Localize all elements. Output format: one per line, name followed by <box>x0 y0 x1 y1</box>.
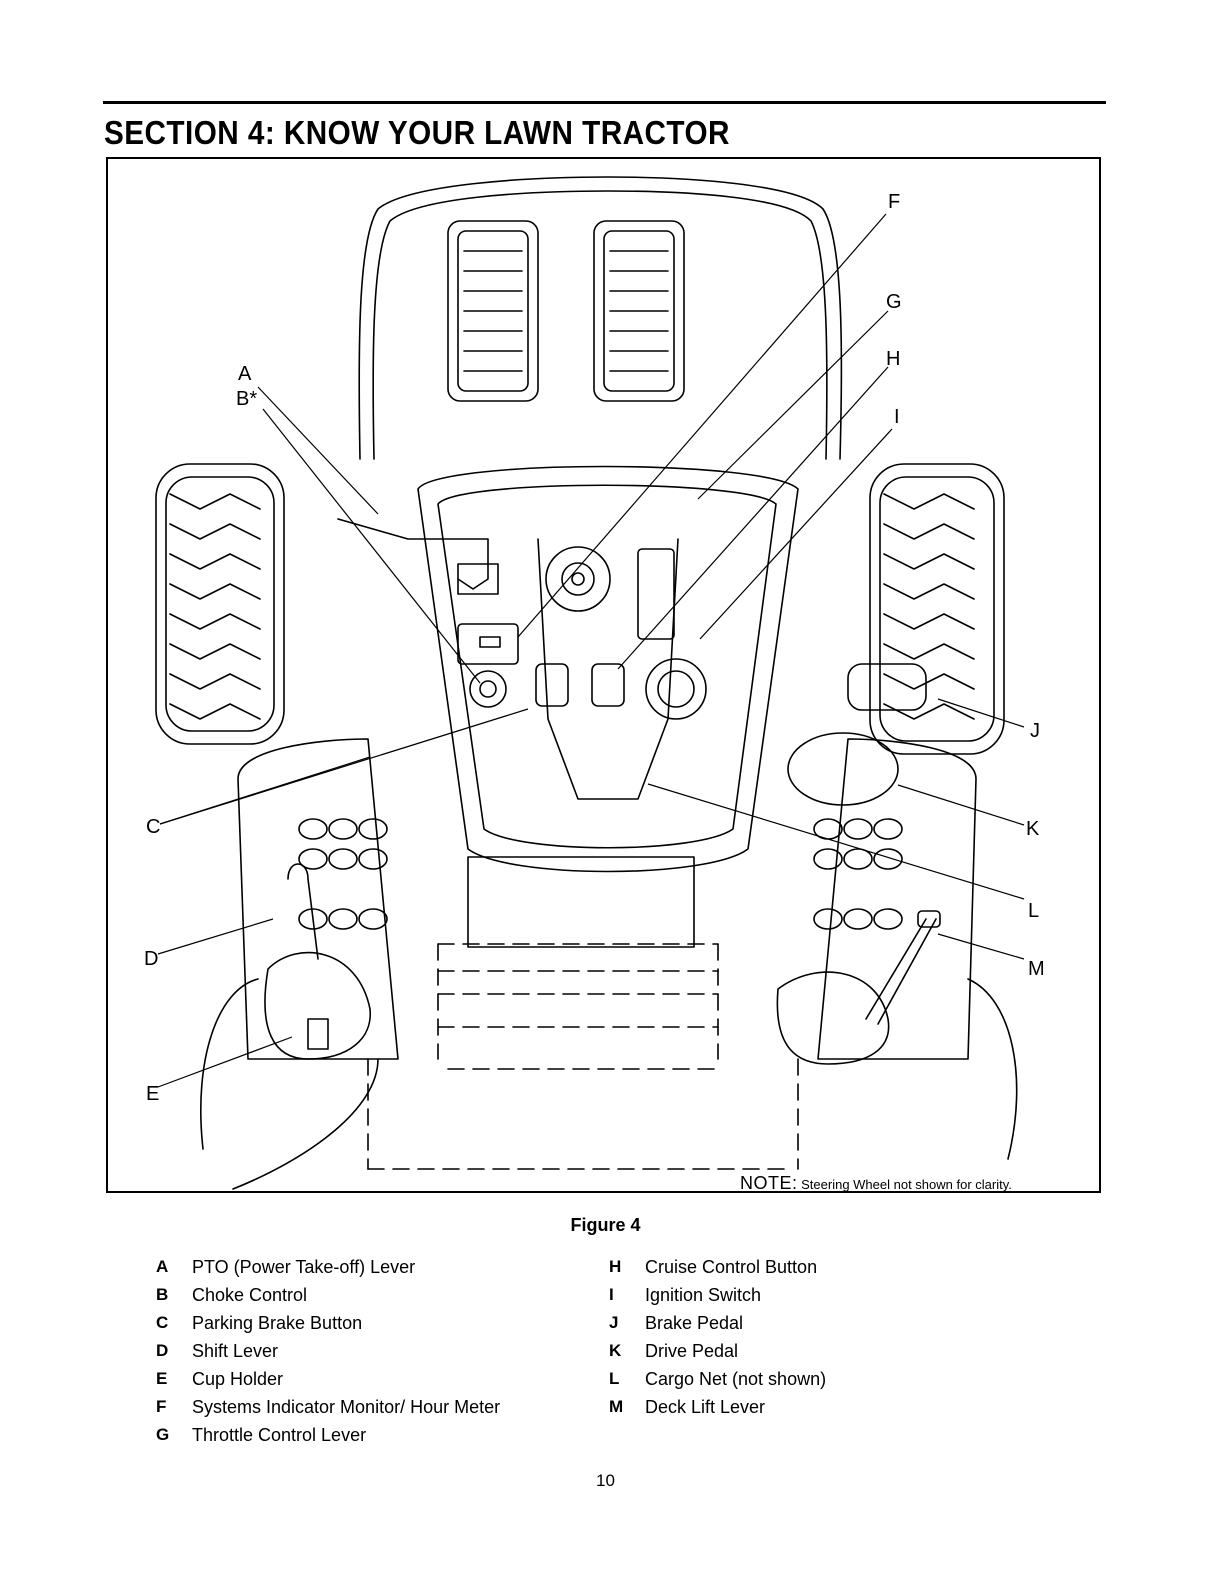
callout-b: B* <box>236 388 258 410</box>
legend-text: Brake Pedal <box>645 1312 744 1333</box>
legend-key: F <box>156 1397 167 1416</box>
legend-left-column: A PTO (Power Take-off) Lever B Choke Contr… <box>156 1253 500 1449</box>
callout-f: F <box>888 191 901 213</box>
leader-k <box>897 784 1025 826</box>
ignition-switch <box>469 670 507 708</box>
legend-key: G <box>156 1425 170 1444</box>
legend-key: B <box>156 1285 169 1304</box>
leader-i <box>699 428 893 640</box>
legend-key: M <box>609 1397 624 1416</box>
legend-key: I <box>609 1285 614 1304</box>
legend-item: H Cruise Control Button <box>609 1253 826 1281</box>
legend-key: E <box>156 1369 168 1388</box>
seat-platform <box>237 738 399 1060</box>
drive-pedal <box>787 732 899 806</box>
legend-key: J <box>609 1313 619 1332</box>
legend-key: C <box>156 1313 169 1332</box>
leader-h <box>617 366 889 670</box>
legend-item: D Shift Lever <box>156 1337 500 1365</box>
leader-e <box>157 1036 293 1088</box>
callout-e: E <box>146 1083 160 1105</box>
figure-caption: Figure 4 <box>570 1215 641 1235</box>
legend-key: A <box>156 1257 169 1276</box>
leader-b <box>262 408 481 684</box>
hood <box>358 176 843 460</box>
figure-4-frame: A B* C D E F G H I J K L M <box>106 157 1101 1193</box>
leader-g <box>697 310 889 500</box>
legend-text: Parking Brake Button <box>192 1312 363 1333</box>
leader-d <box>157 918 274 955</box>
legend-key: H <box>609 1257 622 1276</box>
callout-c: C <box>146 816 161 838</box>
legend-item: J Brake Pedal <box>609 1309 826 1337</box>
fuel-cap <box>545 546 611 612</box>
left-rear-tire <box>155 463 285 745</box>
legend-key: K <box>609 1341 622 1360</box>
legend-text: Ignition Switch <box>645 1284 762 1305</box>
legend-text: Cargo Net (not shown) <box>645 1368 827 1389</box>
leader-f <box>517 213 887 638</box>
callout-i: I <box>894 406 900 428</box>
callout-m: M <box>1028 958 1045 980</box>
legend-item: E Cup Holder <box>156 1365 500 1393</box>
callout-h: H <box>886 348 901 370</box>
figure-note: NOTE: Steering Wheel not shown for clari… <box>740 1173 1012 1194</box>
legend-text: Cruise Control Button <box>645 1256 818 1277</box>
legend-item: K Drive Pedal <box>609 1337 826 1365</box>
callout-k: K <box>1026 818 1040 840</box>
leader-a <box>257 386 379 515</box>
brake-pedal <box>847 663 927 711</box>
legend-item: G Throttle Control Lever <box>156 1421 500 1449</box>
leader-j <box>937 698 1025 728</box>
legend-item: A PTO (Power Take-off) Lever <box>156 1253 500 1281</box>
cup-holder <box>264 951 371 1060</box>
legend-text: Drive Pedal <box>645 1340 739 1361</box>
lawn-tractor-illustration <box>155 176 1025 1190</box>
legend-item: I Ignition Switch <box>609 1281 826 1309</box>
legend-text: Cup Holder <box>192 1368 284 1389</box>
callout-j: J <box>1030 720 1040 742</box>
legend-key: D <box>156 1341 169 1360</box>
section-top-rule <box>103 101 1106 104</box>
legend-item: F Systems Indicator Monitor/ Hour Meter <box>156 1393 500 1421</box>
note-text: Steering Wheel not shown for clarity. <box>797 1177 1012 1192</box>
callout-a: A <box>238 363 252 385</box>
leader-c2 <box>159 708 529 825</box>
right-rear-tire <box>869 463 1005 755</box>
legend-item: B Choke Control <box>156 1281 500 1309</box>
hour-meter <box>457 623 519 665</box>
legend-text: Shift Lever <box>192 1340 279 1361</box>
legend-text: PTO (Power Take-off) Lever <box>192 1256 416 1277</box>
legend-item: C Parking Brake Button <box>156 1309 500 1337</box>
callout-g: G <box>886 291 902 313</box>
legend-item: L Cargo Net (not shown) <box>609 1365 826 1393</box>
page-number: 10 <box>596 1471 615 1490</box>
callout-l: L <box>1028 900 1040 922</box>
callout-d: D <box>144 948 159 970</box>
section-title: SECTION 4: KNOW YOUR LAWN TRACTOR <box>104 114 730 151</box>
note-label: NOTE: <box>740 1173 798 1193</box>
grille-right <box>593 220 685 402</box>
leader-m <box>937 933 1025 960</box>
legend-text: Deck Lift Lever <box>645 1396 766 1417</box>
legend-text: Choke Control <box>192 1284 308 1305</box>
leader-l <box>647 783 1025 900</box>
legend-key: L <box>609 1369 620 1388</box>
legend-item: M Deck Lift Lever <box>609 1393 826 1421</box>
grille-left <box>447 220 539 402</box>
legend-text: Systems Indicator Monitor/ Hour Meter <box>192 1396 501 1417</box>
dash-panel <box>417 465 799 873</box>
legend-text: Throttle Control Lever <box>192 1424 367 1445</box>
